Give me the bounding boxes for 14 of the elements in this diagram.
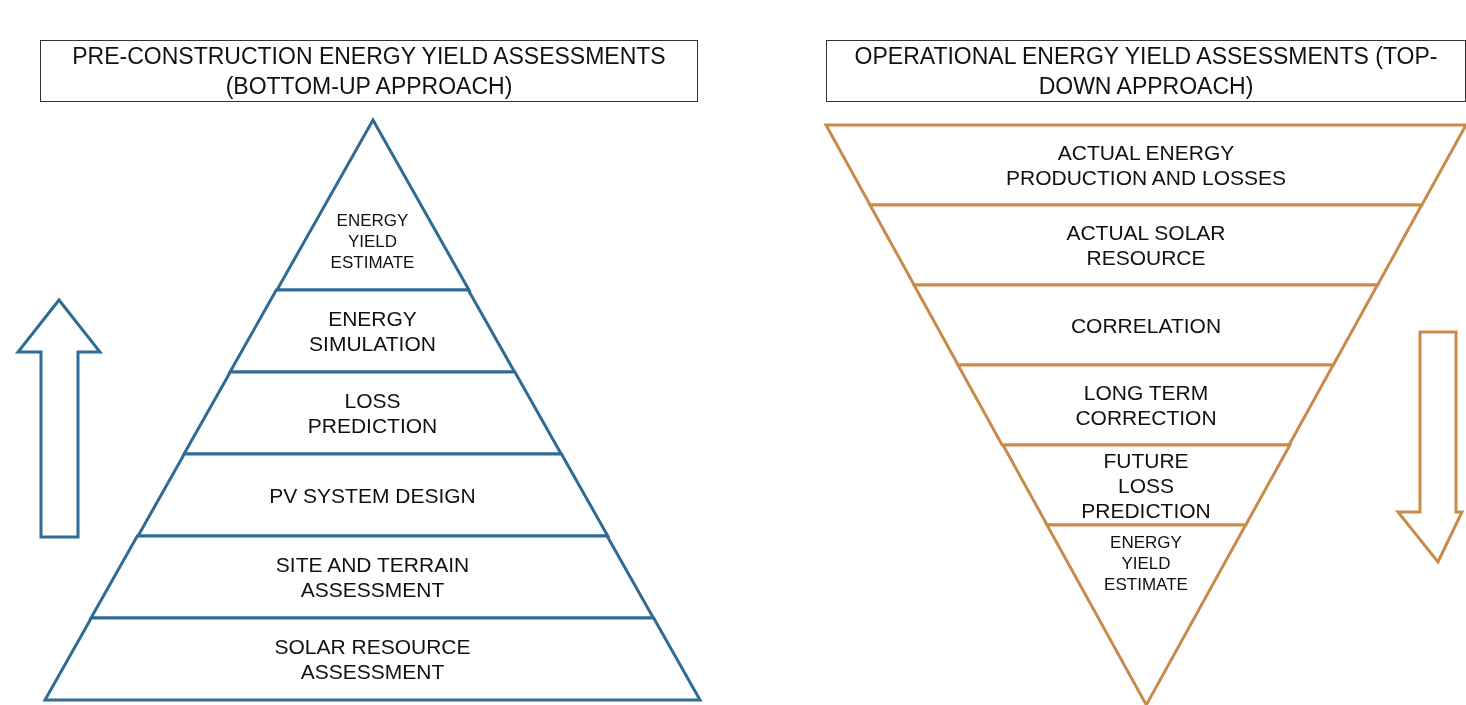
tier-label: SOLAR RESOURCE ASSESSMENT [273,634,472,685]
tier-label: ENERGY YIELD ESTIMATE [1103,532,1189,595]
tier-label: LONG TERM CORRECTION [1074,380,1218,431]
heading-box: PRE-CONSTRUCTION ENERGY YIELD ASSESSMENTS (BOTTOM-UP APPROACH) [40,40,698,102]
tier-label: ACTUAL ENERGY PRODUCTION AND LOSSES [1004,140,1288,191]
tier-label: LOSS PREDICTION [306,388,439,439]
heading-box: OPERATIONAL ENERGY YIELD ASSESSMENTS (TOP-DOWN APPROACH) [826,40,1466,102]
tier-label: FUTURE LOSS PREDICTION [1080,447,1212,524]
tier-label: SITE AND TERRAIN ASSESSMENT [274,552,471,603]
tier-label: ACTUAL SOLAR RESOURCE [1065,220,1227,271]
tier-label: CORRELATION [1070,312,1222,339]
tier-label: PV SYSTEM DESIGN [269,482,476,509]
tier-label: ENERGY YIELD ESTIMATE [329,210,416,273]
tier-label: ENERGY SIMULATION [308,306,437,357]
